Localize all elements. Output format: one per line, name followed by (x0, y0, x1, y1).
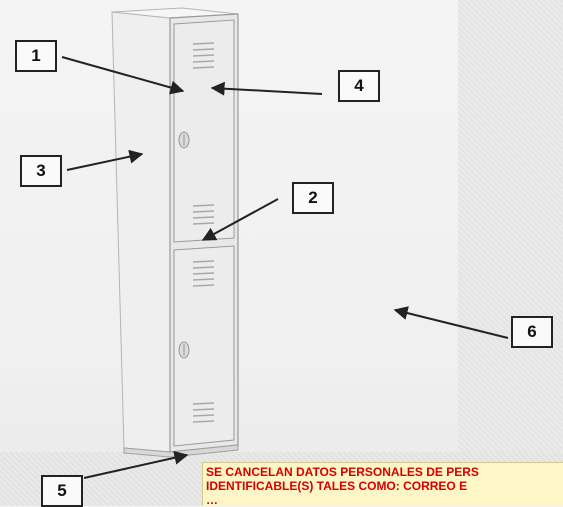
upper-door-handle (178, 131, 190, 149)
upper-door-panel (173, 19, 235, 243)
callout-label-6: 6 (511, 316, 553, 348)
vent-slot (192, 204, 215, 207)
vent-slot (192, 402, 215, 405)
vent-slot (192, 210, 215, 213)
vent-slot (192, 42, 215, 45)
vent-slot (192, 272, 215, 275)
arrow-5 (83, 450, 189, 479)
callout-label-3: 3 (20, 155, 62, 187)
vent-slot (192, 266, 215, 269)
callout-arrows (61, 56, 509, 479)
vent-slot (192, 66, 215, 69)
vent-slot (192, 222, 215, 225)
callout-label-2: 2 (292, 182, 334, 214)
vent-slot (192, 284, 215, 287)
upper-door-bottom-vents (192, 204, 215, 225)
arrow-3 (66, 149, 144, 171)
callout-label-4: 4 (338, 70, 380, 102)
lower-door-panel (173, 245, 235, 447)
vent-slot (192, 48, 215, 51)
vent-slot (192, 408, 215, 411)
vent-slot (192, 414, 215, 417)
redaction-notice: SE CANCELAN DATOS PERSONALES DE PERS IDE… (202, 462, 563, 506)
callout-label-1: 1 (15, 40, 57, 72)
lower-door-top-vents (192, 260, 215, 287)
vent-slot (192, 420, 215, 423)
arrow-2 (201, 198, 279, 241)
vent-slot (192, 278, 215, 281)
lower-door-bottom-vents (192, 402, 215, 423)
wall-panel (458, 0, 563, 470)
redaction-line-2: IDENTIFICABLE(S) TALES COMO: CORREO E (206, 479, 468, 493)
vent-slot (192, 216, 215, 219)
lower-door (173, 245, 235, 447)
vent-slot (192, 54, 215, 57)
locker-side-panel (111, 11, 171, 453)
upper-door (173, 19, 235, 243)
callout-label-5: 5 (41, 475, 83, 507)
vent-slot (192, 260, 215, 263)
redaction-line-1: SE CANCELAN DATOS PERSONALES DE PERS (206, 465, 479, 479)
upper-door-top-vents (192, 42, 215, 69)
redaction-line-3: … (206, 493, 218, 506)
arrow-1 (61, 56, 185, 95)
arrow-4 (210, 81, 323, 96)
arrow-6 (393, 306, 509, 339)
vent-slot (192, 60, 215, 63)
lower-door-handle (178, 341, 190, 359)
